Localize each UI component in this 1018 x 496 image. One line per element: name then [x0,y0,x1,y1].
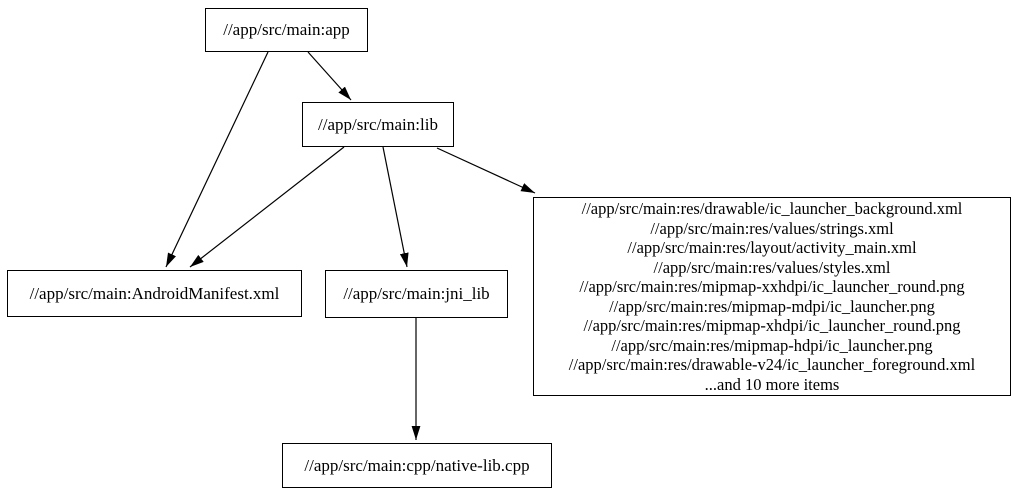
node-app: //app/src/main:app [205,8,368,52]
node-resources: //app/src/main:res/drawable/ic_launcher_… [533,197,1011,396]
node-android-manifest-label: //app/src/main:AndroidManifest.xml [29,283,280,303]
node-jni-lib: //app/src/main:jni_lib [325,270,508,318]
edge-lib-to-jni-lib [382,146,409,268]
edge-app-to-manifest [165,51,269,268]
node-lib: //app/src/main:lib [302,102,454,147]
node-android-manifest: //app/src/main:AndroidManifest.xml [7,270,302,317]
node-native-lib-cpp: //app/src/main:cpp/native-lib.cpp [282,443,552,488]
resource-item: //app/src/main:res/mipmap-xxhdpi/ic_laun… [579,277,965,296]
edge-app-to-lib [307,51,352,101]
node-app-label: //app/src/main:app [223,20,350,40]
resource-item: //app/src/main:res/drawable-v24/ic_launc… [568,355,976,374]
resource-item: //app/src/main:res/mipmap-mdpi/ic_launch… [609,296,935,316]
node-jni-lib-label: //app/src/main:jni_lib [343,284,490,304]
resource-item: //app/src/main:res/mipmap-hdpi/ic_launch… [611,335,933,355]
resource-item: //app/src/main:res/layout/activity_main.… [627,238,917,257]
node-lib-label: //app/src/main:lib [318,114,438,134]
resource-more-items: ...and 10 more items [704,374,840,394]
resource-item: //app/src/main:res/drawable/ic_launcher_… [581,199,963,218]
node-native-lib-cpp-label: //app/src/main:cpp/native-lib.cpp [304,455,530,475]
resource-item: //app/src/main:res/mipmap-xhdpi/ic_launc… [583,316,961,335]
resource-item: //app/src/main:res/values/strings.xml [650,218,894,238]
edge-lib-to-resources [436,147,536,194]
edge-lib-to-manifest [189,146,345,268]
resource-item: //app/src/main:res/values/styles.xml [653,257,891,277]
